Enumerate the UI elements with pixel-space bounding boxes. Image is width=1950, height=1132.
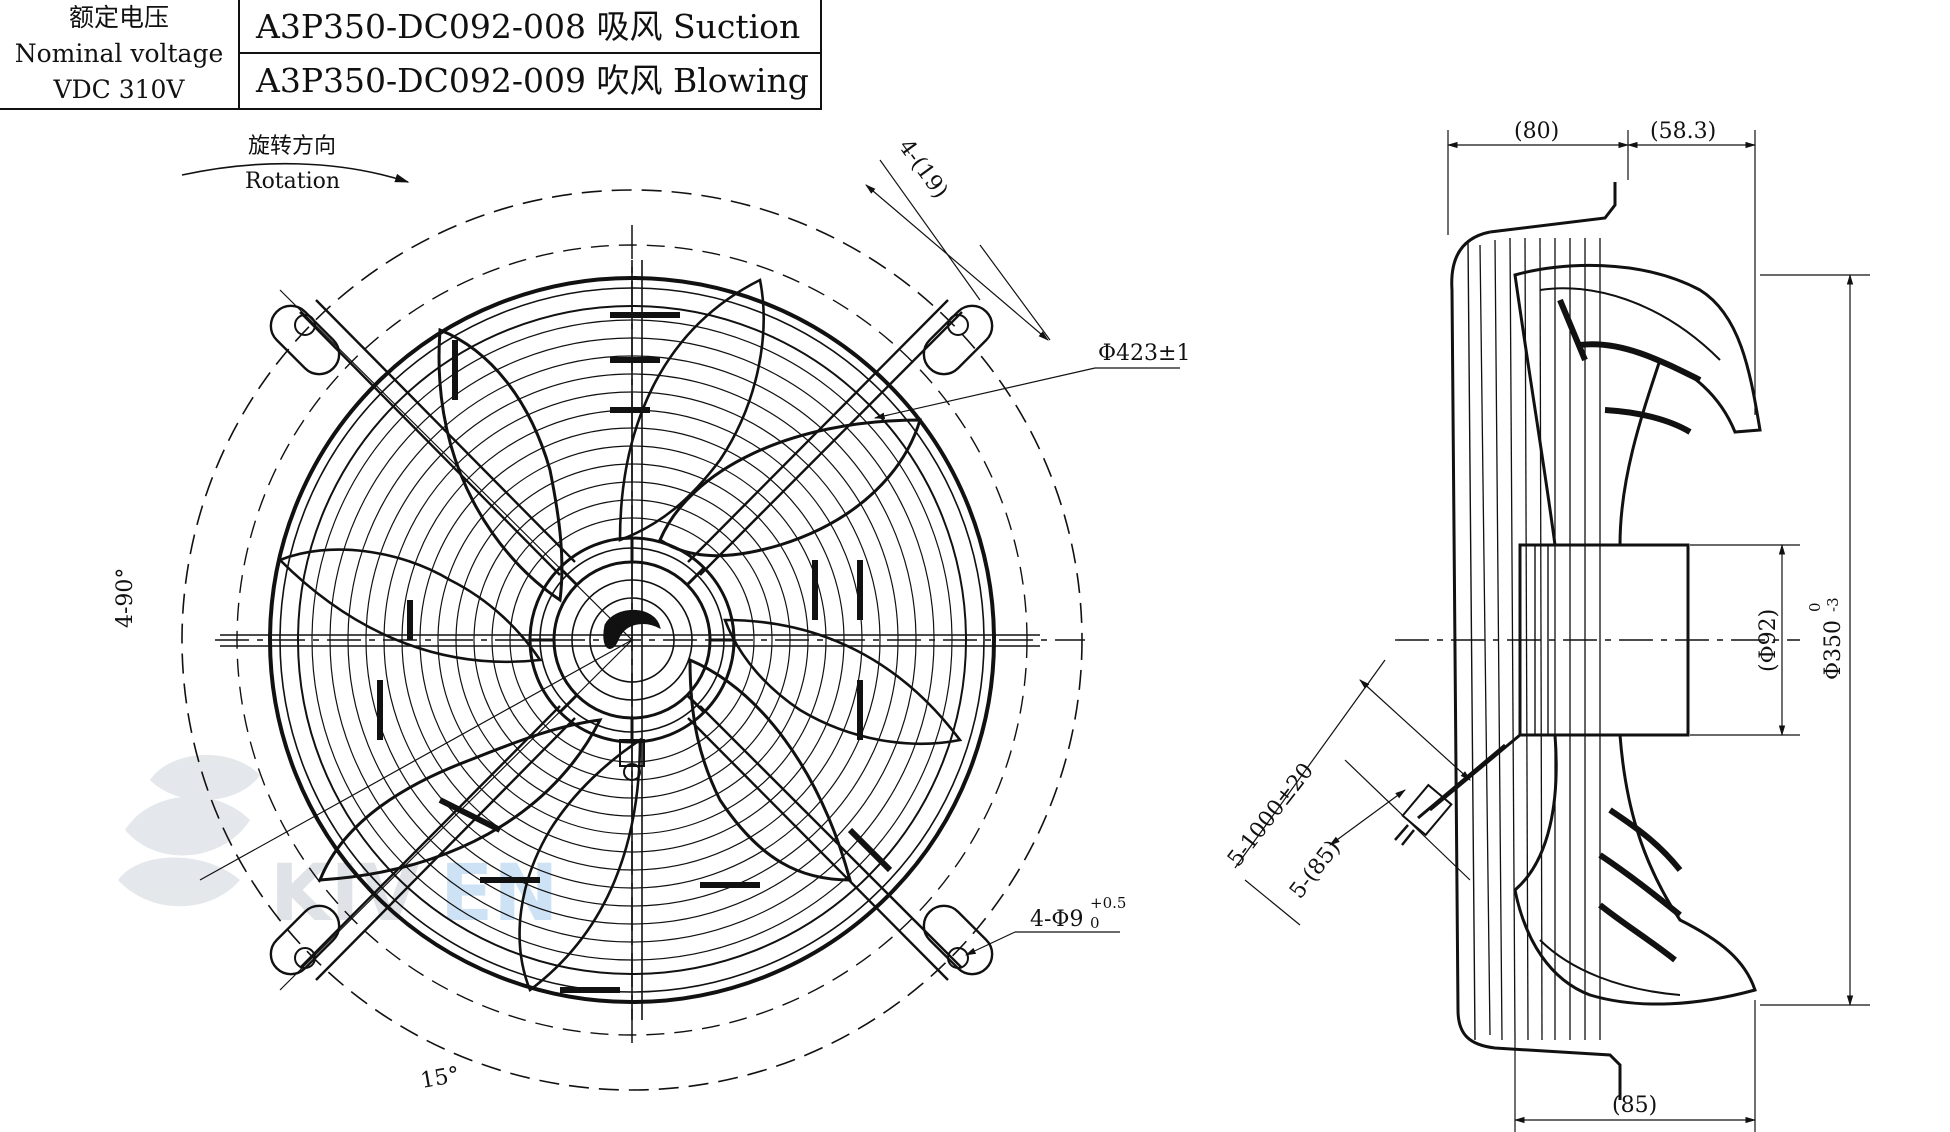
bracket-width-dim: 4-(19) [893,135,952,204]
angle-spacing-dim: 4-90° [113,568,138,628]
front-view [181,159,1180,1091]
cable-length-dim: 5-1000±20 [1223,759,1319,872]
svg-text:EN: EN [440,849,559,939]
mount-holes-dim: 4-Φ9 [1030,907,1083,932]
side-view [1234,130,1870,1132]
hub-diameter-dim: (Φ92) [1756,609,1781,672]
model-row-blowing: A3P350-DC092-009 吹风 Blowing [256,61,809,100]
spec-table: 额定电压 Nominal voltage VDC 310V A3P350-DC0… [0,0,822,110]
angle-offset-dim: 15° [419,1063,462,1094]
voltage-cell: 额定电压 Nominal voltage VDC 310V [0,0,240,108]
depth-front-dim: (58.3) [1650,119,1716,144]
fan-diameter-tol-lower: -3 [1824,597,1842,612]
voltage-value: VDC 310V [53,75,185,104]
model-row-suction: A3P350-DC092-008 吸风 Suction [240,0,820,54]
depth-bottom-dim: (85) [1612,1093,1657,1118]
fan-diameter-dim: Φ350 [1821,620,1846,680]
mount-holes-tol-lower: 0 [1090,914,1100,932]
fan-diameter-tol-upper: 0 [1806,602,1824,612]
rotation-label-en: Rotation [245,169,340,194]
rotation-label-cn: 旋转方向 [248,134,336,159]
voltage-label-en: Nominal voltage [14,39,224,68]
voltage-label-cn: 额定电压 [68,3,169,32]
guard-diameter-dim: Φ423±1 [1098,341,1190,366]
depth-total-dim: (80) [1514,119,1559,144]
mount-holes-tol-upper: +0.5 [1090,894,1126,912]
cable-strip-dim: 5-(85) [1285,836,1346,904]
